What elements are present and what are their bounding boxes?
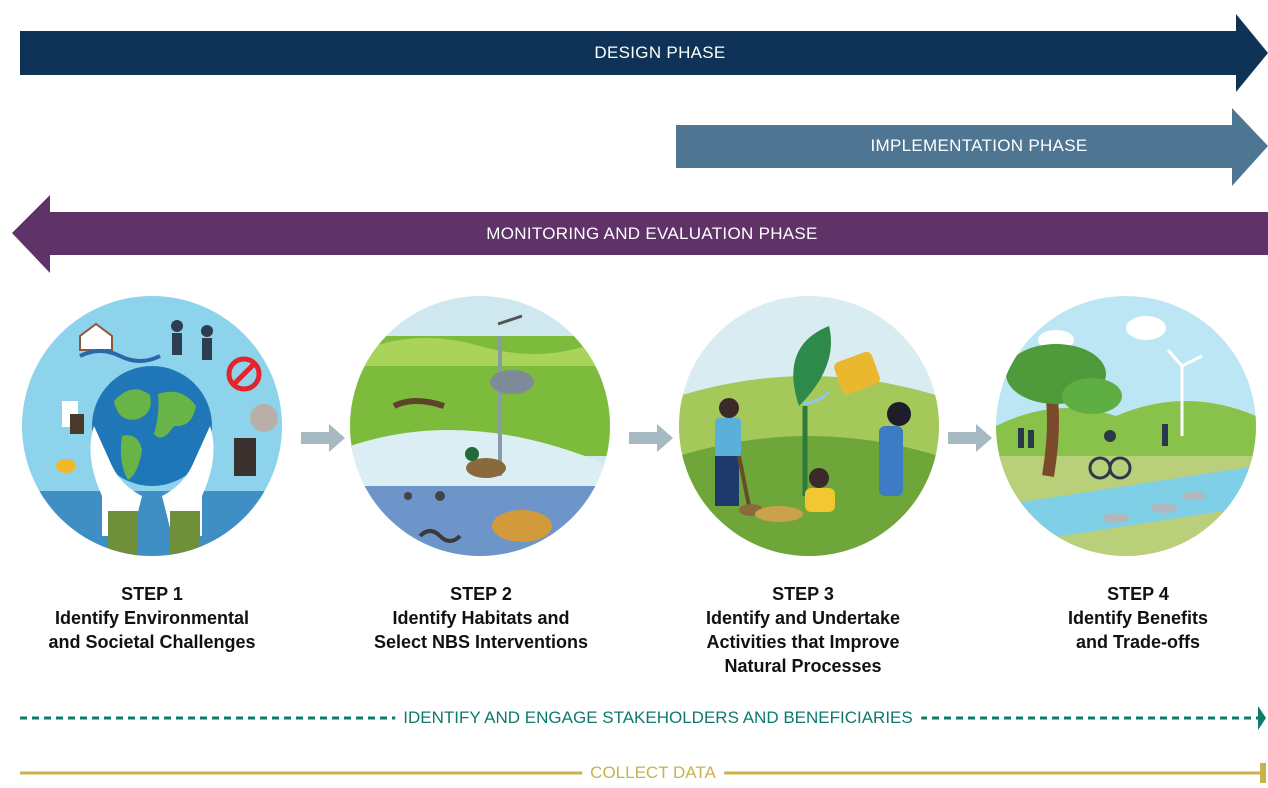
implementation-phase-arrow-shape xyxy=(676,108,1268,186)
collect-data-label: COLLECT DATA xyxy=(582,763,724,783)
monitoring-phase-arrow: MONITORING AND EVALUATION PHASE xyxy=(12,195,1268,273)
design-phase-label: DESIGN PHASE xyxy=(594,43,726,62)
earth-in-hands-icon xyxy=(22,296,282,556)
step3-title-line3: Natural Processes xyxy=(724,656,882,676)
step1-illustration xyxy=(22,296,282,556)
right-arrow-icon xyxy=(301,424,345,452)
step1-label: STEP 1 Identify Environmental and Societ… xyxy=(2,582,302,654)
step2-label: STEP 2 Identify Habitats and Select NBS … xyxy=(331,582,631,654)
step4-illustration xyxy=(996,296,1256,556)
step4-title-line1: Identify Benefits xyxy=(1067,608,1209,628)
wetland-habitat-icon xyxy=(350,296,610,556)
step4-label: STEP 4 Identify Benefits and Trade-offs xyxy=(988,582,1268,654)
design-phase-arrow-shape xyxy=(20,14,1268,92)
monitoring-phase-label: MONITORING AND EVALUATION PHASE xyxy=(486,224,818,243)
planting-people-icon xyxy=(679,296,939,556)
step1-to-step2-arrow xyxy=(301,424,345,457)
step3-label: STEP 3 Identify and Undertake Activities… xyxy=(653,582,953,678)
step1-number: STEP 1 xyxy=(121,584,183,604)
step1-title-line1: Identify Environmental xyxy=(54,608,250,628)
step3-to-step4-arrow xyxy=(948,424,992,457)
step2-to-step3-arrow xyxy=(629,424,673,457)
step1-title-line2: and Societal Challenges xyxy=(48,632,256,652)
step4-title-line2: and Trade-offs xyxy=(1075,632,1200,652)
step2-title-line2: Select NBS Interventions xyxy=(373,632,589,652)
step2-title-line1: Identify Habitats and xyxy=(392,608,570,628)
park-recreation-icon xyxy=(996,296,1256,556)
step4-number: STEP 4 xyxy=(1107,584,1169,604)
step3-number: STEP 3 xyxy=(772,584,834,604)
step3-title-line2: Activities that Improve xyxy=(706,632,900,652)
implementation-phase-label: IMPLEMENTATION PHASE xyxy=(870,136,1088,155)
step3-title-line1: Identify and Undertake xyxy=(705,608,901,628)
stakeholders-label: IDENTIFY AND ENGAGE STAKEHOLDERS AND BEN… xyxy=(395,708,921,728)
implementation-phase-arrow: IMPLEMENTATION PHASE xyxy=(676,108,1268,186)
step2-number: STEP 2 xyxy=(450,584,512,604)
design-phase-arrow: DESIGN PHASE xyxy=(20,14,1268,92)
step2-illustration xyxy=(350,296,610,556)
step3-illustration xyxy=(679,296,939,556)
right-arrow-icon xyxy=(948,424,992,452)
monitoring-phase-arrow-shape xyxy=(12,195,1268,273)
right-arrow-icon xyxy=(629,424,673,452)
